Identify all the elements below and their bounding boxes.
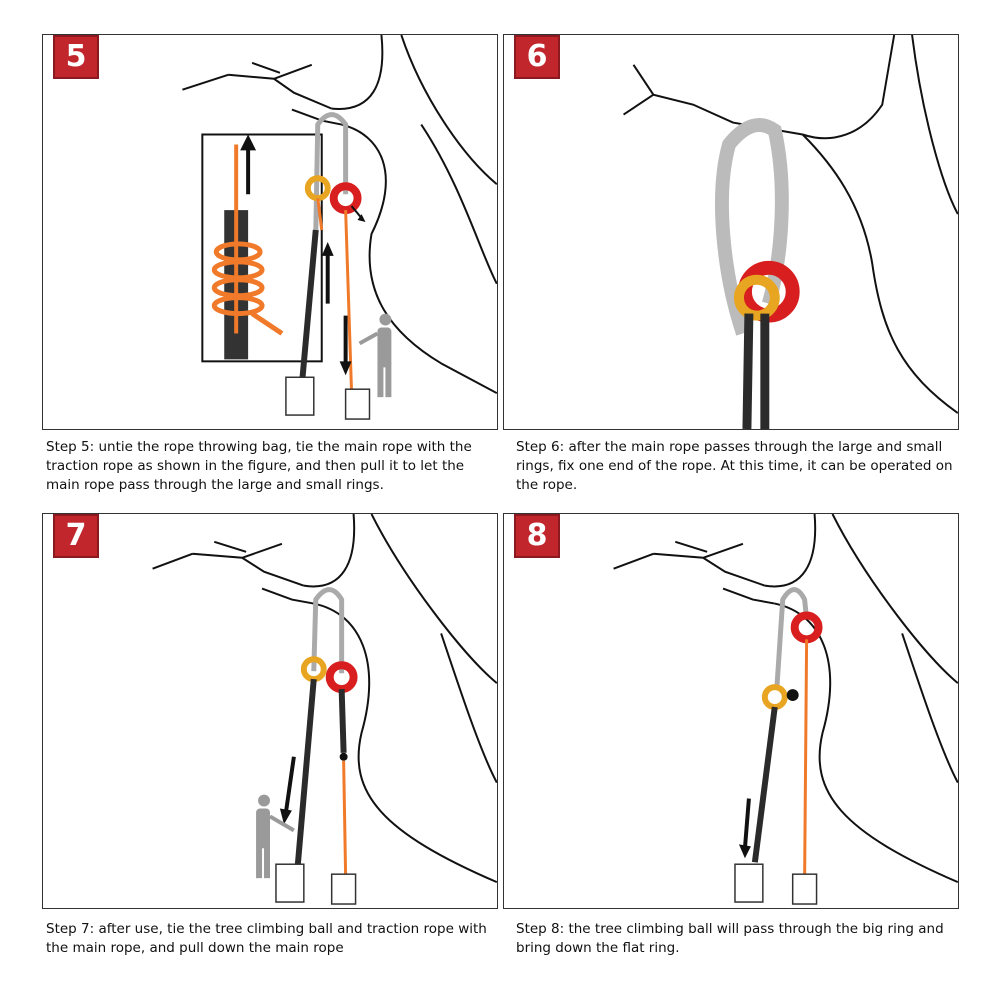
step-6-caption: Step 6: after the main rope passes throu…	[516, 439, 953, 493]
step-7-caption: Step 7: after use, tie the tree climbing…	[46, 921, 487, 956]
large-ring	[790, 611, 823, 644]
down-arrow-icon	[742, 798, 751, 849]
step-number-badge: 5	[53, 35, 99, 79]
sling	[313, 112, 349, 235]
rope-bag	[791, 873, 818, 905]
step-8-panel: 8	[503, 513, 959, 909]
rope-bag	[285, 376, 315, 416]
rope-bag	[275, 863, 305, 903]
down-arrow-icon	[283, 756, 296, 813]
sling	[311, 587, 345, 674]
background-tree	[420, 123, 497, 285]
step-number-badge: 6	[514, 35, 560, 79]
step-5-illustration	[182, 35, 497, 420]
tree-branch	[613, 540, 775, 605]
step-6-panel: 6	[503, 34, 959, 430]
tree-trunk	[764, 514, 958, 884]
tree-branch	[182, 61, 342, 126]
step-7-panel: 7	[42, 513, 498, 909]
background-tree	[440, 633, 497, 784]
step-5-caption: Step 5: untie the rope throwing bag, tie…	[46, 439, 472, 493]
main-rope	[751, 706, 778, 863]
rope-bag	[734, 863, 764, 903]
sling	[715, 118, 789, 336]
large-ring	[325, 661, 358, 694]
rope-bag	[344, 388, 371, 420]
main-rope	[742, 313, 770, 429]
tree-trunk	[801, 35, 958, 414]
background-tree	[901, 633, 958, 784]
main-rope	[298, 229, 319, 386]
tree-trunk	[331, 35, 497, 395]
main-rope	[294, 678, 347, 865]
step-8-caption: Step 8: the tree climbing ball will pass…	[516, 921, 944, 956]
person-icon	[358, 313, 392, 398]
rope-bag	[330, 873, 357, 905]
step-number-badge: 8	[514, 514, 560, 558]
person-icon	[256, 794, 295, 879]
sling	[774, 587, 810, 690]
tree-trunk	[303, 514, 497, 884]
step-8-illustration	[613, 514, 958, 905]
step-number-badge: 7	[53, 514, 99, 558]
small-ring	[733, 274, 780, 321]
large-ring	[329, 182, 362, 215]
step-7-illustration	[152, 514, 497, 905]
climbing-ball	[339, 752, 348, 761]
step-5-panel: 5	[42, 34, 498, 430]
step-6-illustration	[622, 35, 958, 429]
tree-branch	[152, 540, 314, 605]
climbing-ball	[786, 689, 799, 702]
small-ring	[761, 684, 788, 711]
